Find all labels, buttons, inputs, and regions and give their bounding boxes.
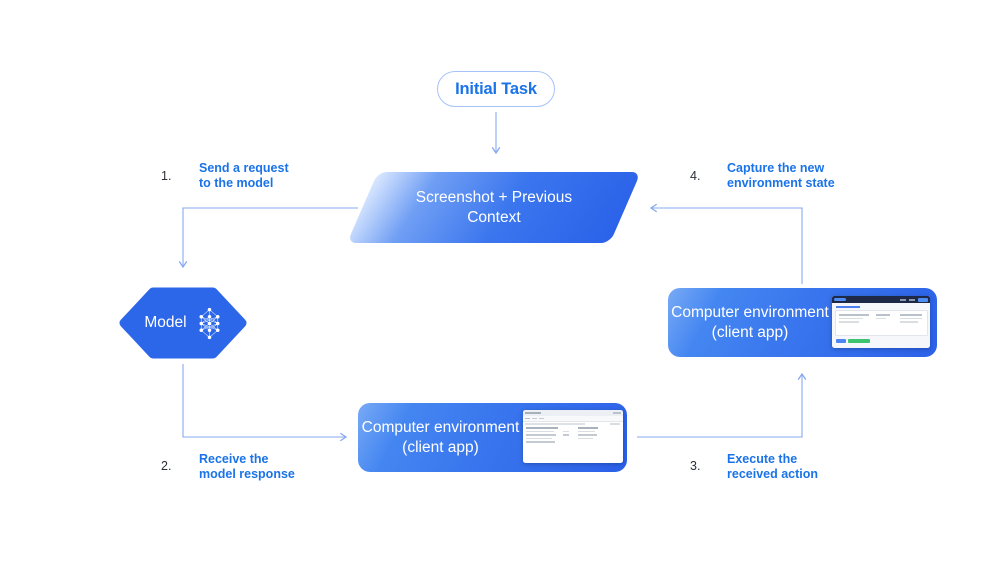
step-1-number: 1. (161, 169, 172, 183)
arrow-context-to-model (178, 207, 358, 269)
arrow-env-to-context (649, 203, 803, 284)
screenshot-context-node: Screenshot + Previous Context (347, 172, 641, 243)
context-label-line1: Screenshot + Previous (415, 188, 573, 206)
env-right-label-line2: (client app) (711, 323, 789, 341)
computer-environment-node-bottom: Computer environment (client app) (358, 403, 627, 472)
hexagon-shape (119, 287, 247, 359)
env-bottom-label-line1: Computer environment (361, 418, 520, 436)
neural-network-icon (199, 307, 220, 339)
computer-environment-node-right: Computer environment (client app) (668, 288, 937, 357)
initial-task-label: Initial Task (455, 79, 537, 98)
model-label: Model (144, 314, 187, 331)
web-app-window-thumbnail (832, 296, 930, 348)
initial-task-node: Initial Task (437, 71, 555, 107)
step-2-number: 2. (161, 459, 172, 473)
arrow-env-to-env (637, 372, 807, 438)
env-right-label-line1: Computer environment (671, 303, 829, 321)
env-bottom-label-line2: (client app) (402, 438, 479, 456)
file-manager-window-thumbnail (523, 410, 623, 463)
model-node: Model (118, 285, 248, 361)
context-label-line2: Context (467, 208, 521, 226)
step-4-number: 4. (690, 169, 701, 183)
arrow-model-to-env (182, 364, 348, 442)
step-3-number: 3. (690, 459, 701, 473)
